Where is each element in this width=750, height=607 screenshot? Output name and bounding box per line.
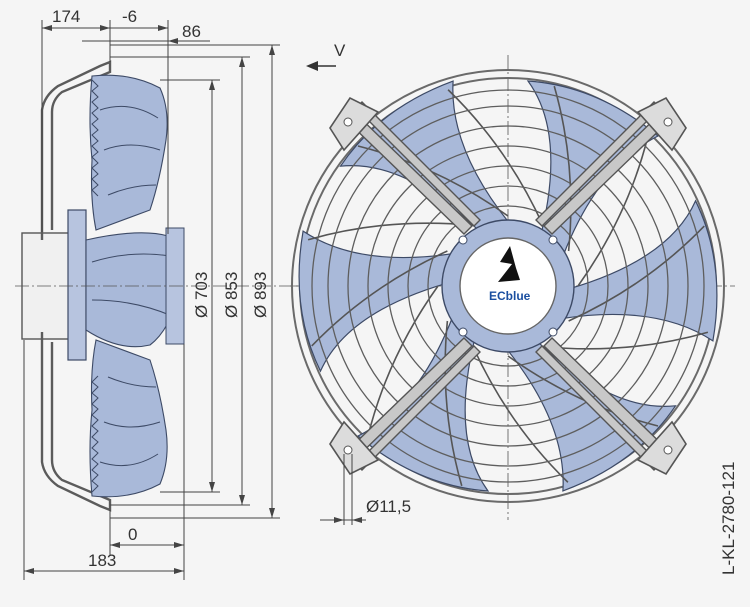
- dim-label-hole: Ø11,5: [366, 497, 411, 516]
- blade-side-upper: [89, 74, 168, 231]
- side-view: 174 -6 86 0 183 Ø 703 Ø 853 Ø 893: [15, 7, 300, 580]
- dim-label-174: 174: [52, 7, 80, 26]
- drawing-code: L-KL-2780-121: [719, 462, 738, 575]
- guard-spiral-wires: [307, 85, 709, 487]
- blade-side-lower-edge: [99, 376, 161, 467]
- motor-cap: [459, 237, 557, 335]
- bracket-top-left: [329, 96, 380, 152]
- blade-side-lower-serration: [91, 375, 99, 493]
- front-view: ECblue Ø11,5: [290, 55, 735, 525]
- dim-label-183: 183: [88, 551, 116, 570]
- dim-label-offset: -6: [122, 7, 137, 26]
- blade-side-upper-serration: [91, 79, 99, 197]
- airflow-label: V: [334, 41, 346, 60]
- blade-side-lower: [89, 339, 168, 498]
- dim-label-703: Ø 703: [192, 272, 211, 318]
- corner-brackets: [329, 96, 687, 476]
- outer-ring: [291, 69, 725, 503]
- mounting-struts: [343, 101, 673, 471]
- guard-concentric-rings: [311, 89, 705, 483]
- ecblue-logo: ECblue: [489, 246, 531, 303]
- dim-label-853: Ø 853: [222, 272, 241, 318]
- dim-label-86: 86: [182, 22, 201, 41]
- bracket-top-right: [636, 96, 687, 152]
- blade-side-upper-edge: [99, 105, 161, 196]
- logo-text: ECblue: [489, 289, 531, 303]
- dim-label-893: Ø 893: [251, 272, 270, 318]
- lightning-icon: [498, 246, 520, 282]
- hub-side: [67, 209, 87, 361]
- dim-label-0: 0: [128, 525, 137, 544]
- bracket-bottom-right: [636, 420, 687, 476]
- blade-side-middle-edge: [91, 253, 173, 317]
- bracket-bottom-left: [329, 420, 380, 476]
- airflow-indicator: V: [306, 41, 346, 71]
